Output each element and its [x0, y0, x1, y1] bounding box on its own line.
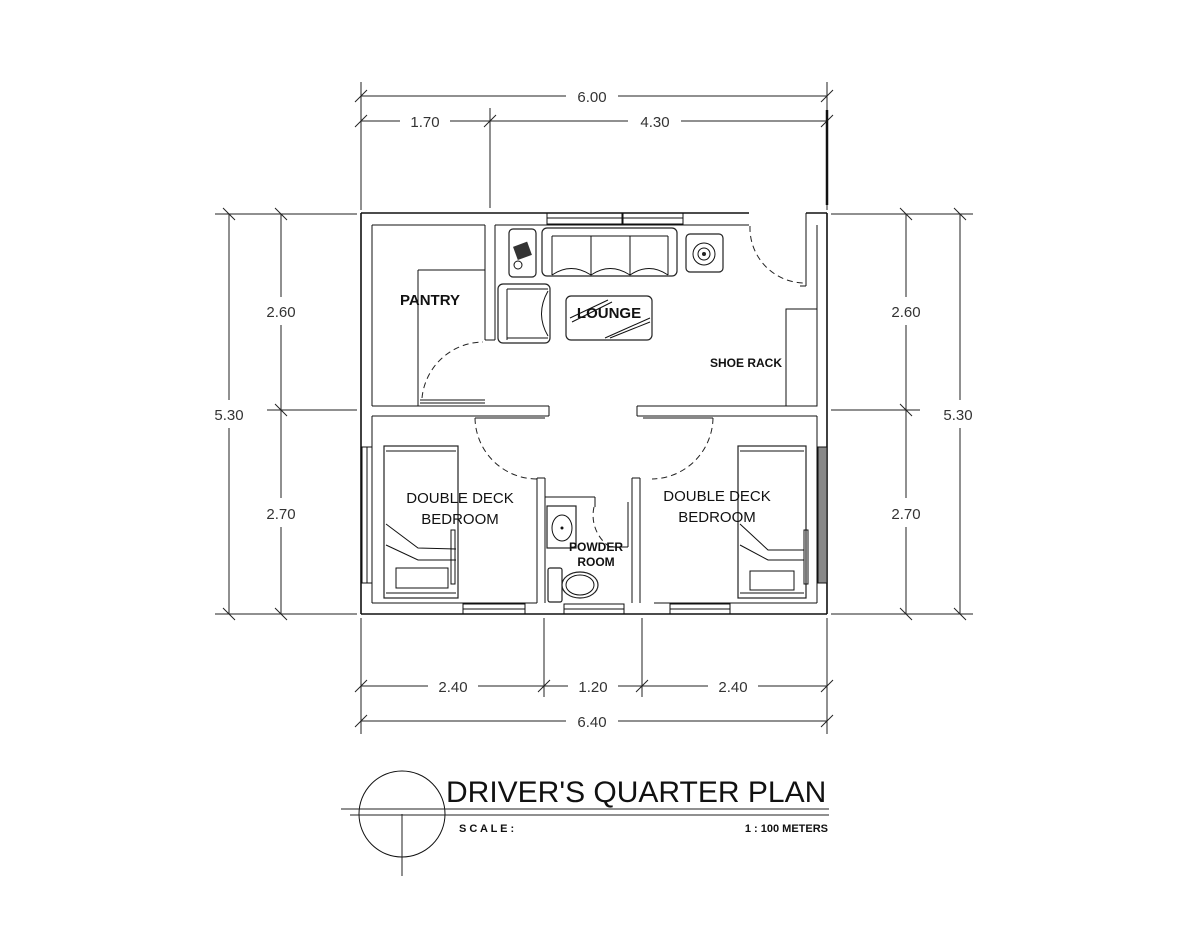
toilet-icon [547, 567, 599, 603]
label-bedroom-right-2: BEDROOM [678, 509, 756, 526]
sofa-icon [541, 227, 678, 277]
label-bedroom-right-1: DOUBLE DECK [663, 488, 771, 505]
label-lounge: LOUNGE [577, 305, 641, 322]
dim-left-upper: 2.60 [266, 304, 295, 321]
dim-right-total: 5.30 [943, 407, 972, 424]
dimensions-top: 6.00 1.70 4.30 [354, 82, 834, 210]
armchair-icon [497, 283, 551, 344]
dim-left-total: 5.30 [214, 407, 243, 424]
scale-value: 1 : 100 METERS [745, 823, 828, 835]
door-swings [421, 225, 806, 548]
dim-right-upper: 2.60 [891, 304, 920, 321]
exterior-walls [360, 110, 829, 615]
dim-top-right: 4.30 [640, 114, 669, 131]
room-labels: PANTRY LOUNGE SHOE RACK DOUBLE DECK BEDR… [400, 292, 782, 569]
dimensions-right: 2.60 5.30 2.70 [831, 207, 973, 621]
windows [361, 212, 828, 615]
dim-top-left: 1.70 [410, 114, 439, 131]
section-marker-icon [358, 770, 446, 876]
bunk-bed-right-icon [737, 445, 809, 599]
dimensions-bottom: 2.40 1.20 2.40 6.40 [354, 618, 834, 734]
sink-icon [546, 505, 577, 549]
label-powder-2: ROOM [577, 555, 614, 569]
dim-bottom-right: 2.40 [718, 679, 747, 696]
lamp-icon [685, 233, 724, 273]
dimensions-left: 2.60 5.30 2.70 [214, 207, 357, 621]
telephone-icon [508, 228, 537, 278]
dim-bottom-left: 2.40 [438, 679, 467, 696]
label-pantry: PANTRY [400, 292, 460, 309]
dim-top-total: 6.00 [577, 89, 606, 106]
dim-right-lower: 2.70 [891, 506, 920, 523]
label-bedroom-left-2: BEDROOM [421, 511, 499, 528]
coffee-table-icon [565, 295, 653, 341]
dim-bottom-mid: 1.20 [578, 679, 607, 696]
label-shoe-rack: SHOE RACK [710, 356, 782, 370]
dim-bottom-total: 6.40 [577, 714, 606, 731]
scale-label: S C A L E : [459, 823, 514, 835]
plan-title: DRIVER'S QUARTER PLAN [446, 776, 826, 809]
dim-left-lower: 2.70 [266, 506, 295, 523]
label-bedroom-left-1: DOUBLE DECK [406, 490, 514, 507]
title-block: DRIVER'S QUARTER PLAN S C A L E : 1 : 10… [341, 770, 829, 876]
bunk-bed-left-icon [383, 445, 459, 599]
label-powder-1: POWDER [569, 540, 623, 554]
